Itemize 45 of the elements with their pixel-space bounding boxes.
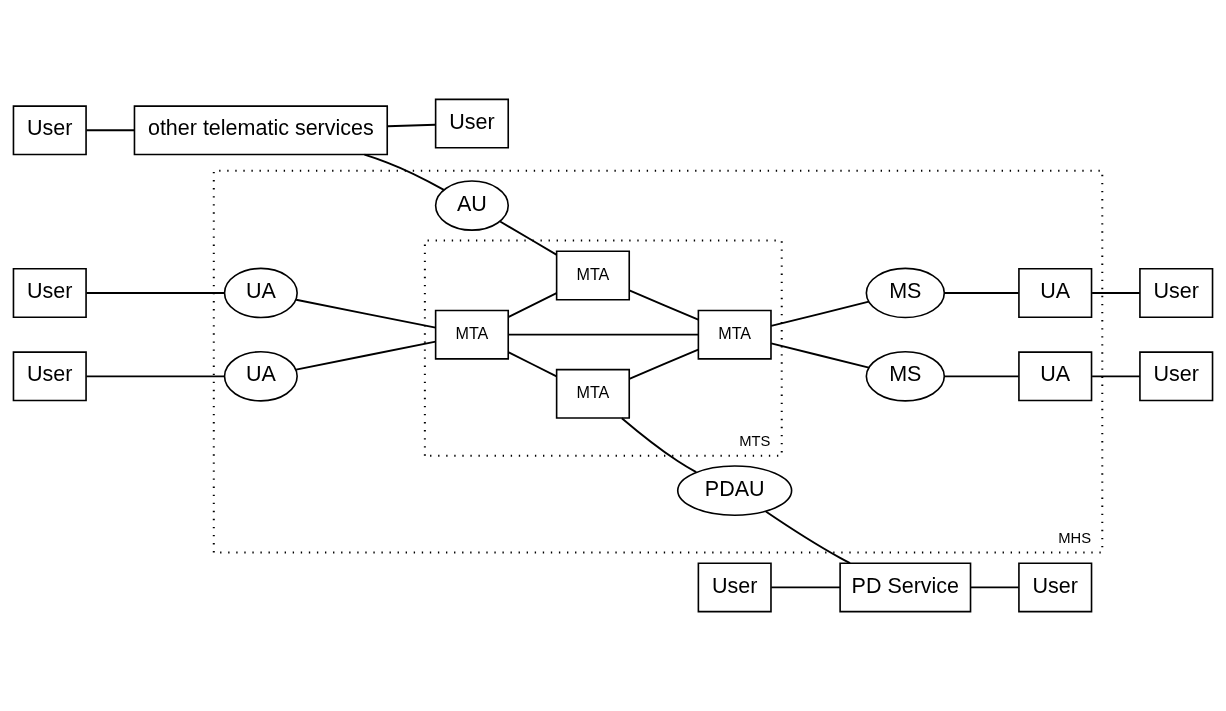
connector	[386, 123, 437, 128]
node-box: User	[12, 351, 87, 402]
connector	[770, 586, 841, 589]
connector	[764, 510, 851, 565]
node-ellipse: UA	[223, 350, 298, 402]
connector	[507, 292, 558, 318]
node-box: User	[1139, 351, 1214, 402]
node-box: User	[1139, 267, 1214, 318]
connector	[85, 375, 226, 378]
connector	[499, 220, 558, 256]
node-ellipse: UA	[223, 267, 298, 319]
connector	[628, 289, 700, 321]
node-box: User	[434, 98, 510, 149]
node-ellipse: MS	[865, 267, 946, 319]
node-ellipse: MS	[865, 350, 946, 402]
connector	[507, 333, 699, 336]
connector	[628, 348, 700, 380]
connector	[620, 417, 698, 474]
node-box: PD Service	[839, 562, 972, 613]
connector	[943, 375, 1020, 378]
connector	[295, 298, 437, 329]
node-box: UA	[1018, 351, 1093, 402]
connector	[85, 129, 136, 132]
node-box: User	[12, 267, 87, 318]
connector	[295, 340, 437, 371]
connector	[507, 351, 558, 378]
node-box: MTA	[555, 250, 631, 301]
node-ellipse: PDAU	[676, 465, 793, 516]
connector	[943, 292, 1020, 294]
node-box: MTA	[434, 309, 510, 360]
connector	[363, 153, 445, 191]
node-box: User	[1018, 562, 1093, 613]
node-box: UA	[1018, 267, 1093, 318]
node-box: User	[12, 105, 87, 156]
connector	[770, 342, 870, 369]
node-box: User	[697, 562, 772, 613]
connector	[969, 586, 1020, 589]
connector	[1091, 375, 1141, 378]
node-box: MTA	[697, 309, 772, 360]
connector	[1091, 292, 1141, 294]
node-ellipse: AU	[434, 180, 510, 231]
connector	[85, 292, 226, 294]
node-box: other telematic services	[133, 105, 389, 156]
node-box: MTA	[555, 368, 631, 419]
connector	[770, 300, 870, 327]
